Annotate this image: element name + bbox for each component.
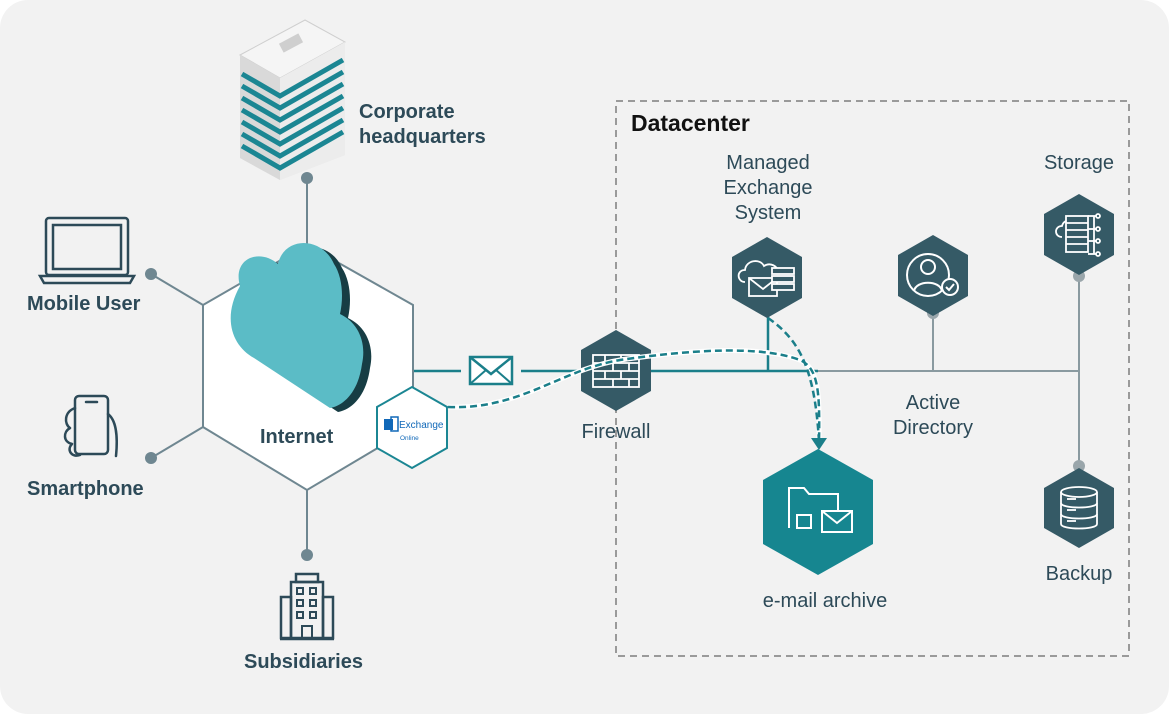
datacenter-bus (818, 276, 1080, 466)
internet-label: Internet (260, 426, 334, 448)
connector-lines (150, 178, 308, 555)
backup-label: Backup (1045, 563, 1113, 585)
exchange-brand-text: Exchange (399, 420, 444, 431)
smartphone-label: Smartphone (27, 478, 144, 500)
firewall-label: Firewall (581, 421, 651, 443)
envelope-icon (468, 355, 514, 386)
email-archive-label: e-mail archive (762, 590, 888, 612)
laptop-icon (37, 216, 137, 285)
subsidiaries-label: Subsidiaries (244, 651, 363, 673)
datacenter-boundary (615, 100, 1130, 657)
exchange-sub-text: Online (400, 435, 419, 442)
data-link-lines (413, 313, 818, 373)
smartphone-icon (63, 394, 118, 458)
active-directory-label: Active Directory (892, 392, 973, 439)
email-flow-path (447, 349, 821, 443)
exchange-logo-icon (384, 416, 399, 432)
user-check-icon (906, 253, 959, 297)
building-icon (238, 19, 347, 180)
datacenter-title: Datacenter (631, 110, 750, 136)
email-archive-node[interactable] (763, 449, 873, 575)
corporate-headquarters-label: Corporate headquarters (359, 101, 486, 148)
managed-exchange-label: Managed Exchange System (723, 152, 813, 224)
folder-mail-icon (788, 487, 853, 533)
mobile-user-label: Mobile User (27, 293, 141, 315)
cloud-icon (230, 243, 372, 412)
server-storage-icon (1055, 213, 1101, 257)
exchange-online-node[interactable] (376, 385, 448, 470)
connector-dots (145, 172, 313, 561)
flow-arrowhead (811, 438, 827, 450)
exchange-archive-flow-path (767, 316, 821, 443)
office-building-icon (279, 572, 335, 641)
storage-label: Storage (1043, 152, 1115, 174)
cloud-mail-server-icon (737, 260, 795, 297)
database-icon (1060, 486, 1098, 530)
